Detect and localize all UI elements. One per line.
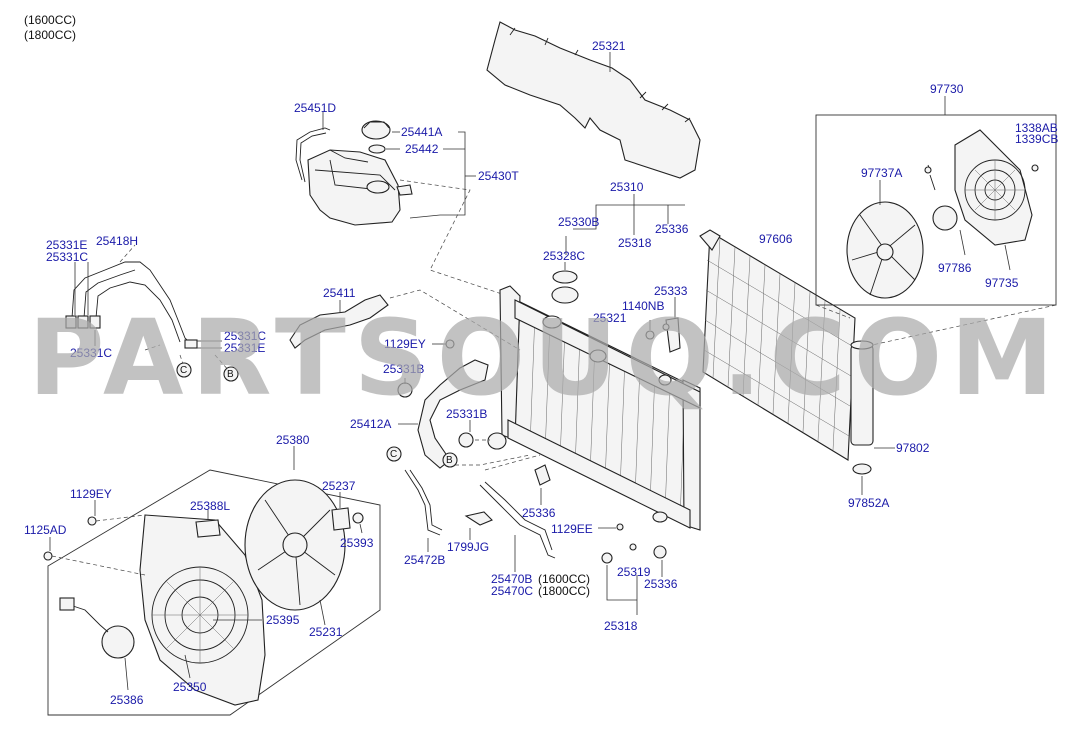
part-label-97606: 97606 xyxy=(759,232,793,246)
air-guard-top xyxy=(486,21,701,179)
part-label-25331C-c: 25331C xyxy=(70,346,113,360)
receiver-drier xyxy=(850,344,874,446)
part-label-25470C-note: (1800CC) xyxy=(538,584,591,598)
ref-letter-c-mid: C xyxy=(390,449,398,460)
part-label-25470B: 25470B xyxy=(491,572,533,586)
part-label-97730: 97730 xyxy=(930,82,964,96)
part-label-25411: 25411 xyxy=(323,286,356,300)
part-label-1125AD: 1125AD xyxy=(24,523,67,537)
part-label-25331B-b: 25331B xyxy=(446,407,488,421)
part-label-25333: 25333 xyxy=(654,284,688,298)
part-label-25442: 25442 xyxy=(405,142,439,156)
radiator-fan-shroud xyxy=(139,514,266,706)
part-label-1129EE: 1129EE xyxy=(551,522,593,536)
part-label-25388L: 25388L xyxy=(190,499,231,513)
transmission-hose-b xyxy=(479,481,556,559)
part-label-25336-bot: 25336 xyxy=(644,577,678,591)
part-label-25350: 25350 xyxy=(173,680,207,694)
part-label-25319: 25319 xyxy=(617,565,651,579)
upper-radiator-hose xyxy=(289,294,389,349)
part-label-25318-bot: 25318 xyxy=(604,619,638,633)
part-label-97852A: 97852A xyxy=(848,496,890,510)
part-label-25330B: 25330B xyxy=(558,215,600,229)
condenser-fan-shroud xyxy=(954,129,1033,246)
part-label-25321-mid: 25321 xyxy=(593,311,627,325)
part-label-25430T: 25430T xyxy=(478,169,519,183)
part-label-1129EY-a: 1129EY xyxy=(384,337,426,351)
part-label-25393: 25393 xyxy=(340,536,374,550)
part-label-25237: 25237 xyxy=(322,479,356,493)
part-label-25386: 25386 xyxy=(110,693,144,707)
part-label-25321-top: 25321 xyxy=(592,39,626,53)
part-label-25336-mid: 25336 xyxy=(522,506,556,520)
condenser xyxy=(702,231,856,461)
part-label-25331E-b: 25331E xyxy=(224,341,266,355)
part-label-25472B: 25472B xyxy=(404,553,446,567)
ref-letter-c-left: C xyxy=(180,365,188,376)
wiring-harness xyxy=(71,261,193,346)
part-label-1799JG: 1799JG xyxy=(447,540,490,554)
part-label-25231: 25231 xyxy=(309,625,343,639)
part-label-25470C: 25470C xyxy=(491,584,534,598)
part-label-1140NB: 1140NB xyxy=(622,299,665,313)
part-label-25336-top: 25336 xyxy=(655,222,689,236)
part-label-97786: 97786 xyxy=(938,261,972,275)
part-label-25451D: 25451D xyxy=(294,101,337,115)
part-label-25328C: 25328C xyxy=(543,249,586,263)
part-label-97802: 97802 xyxy=(896,441,930,455)
part-label-1129EY-b: 1129EY xyxy=(70,487,112,501)
part-label-25441A: 25441A xyxy=(401,125,443,139)
transmission-hose-c xyxy=(404,469,443,536)
ref-letter-b-mid: B xyxy=(446,455,453,466)
lower-radiator-hose xyxy=(417,359,489,469)
part-label-25331E-a: 25331E xyxy=(46,238,88,252)
part-label-25395: 25395 xyxy=(266,613,300,627)
radiator-fan-box xyxy=(47,469,381,716)
overflow-hose xyxy=(295,127,331,183)
ref-circle-c-left xyxy=(176,362,192,378)
part-label-1338AB: 1338AB xyxy=(1015,121,1058,135)
ref-circle-b-mid xyxy=(442,452,458,468)
part-label-25380: 25380 xyxy=(276,433,310,447)
part-label-25412A: 25412A xyxy=(350,417,392,431)
part-label-25418H: 25418H xyxy=(96,234,139,248)
condenser-fan-box xyxy=(815,114,1057,306)
part-label-97735: 97735 xyxy=(985,276,1019,290)
variant-1800-label: (1800CC) xyxy=(24,28,77,42)
part-label-1339CB: 1339CB xyxy=(1015,132,1059,146)
part-label-25318-top: 25318 xyxy=(618,236,652,250)
ref-letter-b-left: B xyxy=(227,369,234,380)
ref-circle-b-left xyxy=(223,366,239,382)
condenser-fins xyxy=(703,237,853,451)
variant-1600-label: (1600CC) xyxy=(24,13,77,27)
part-label-25310: 25310 xyxy=(610,180,644,194)
part-label-25470B-note: (1600CC) xyxy=(538,572,591,586)
part-label-25331C-b: 25331C xyxy=(224,329,267,343)
part-label-97737A: 97737A xyxy=(861,166,903,180)
part-label-25331C-a: 25331C xyxy=(46,250,89,264)
part-label-25331B-a: 25331B xyxy=(383,362,425,376)
ref-circle-c-mid xyxy=(386,446,402,462)
